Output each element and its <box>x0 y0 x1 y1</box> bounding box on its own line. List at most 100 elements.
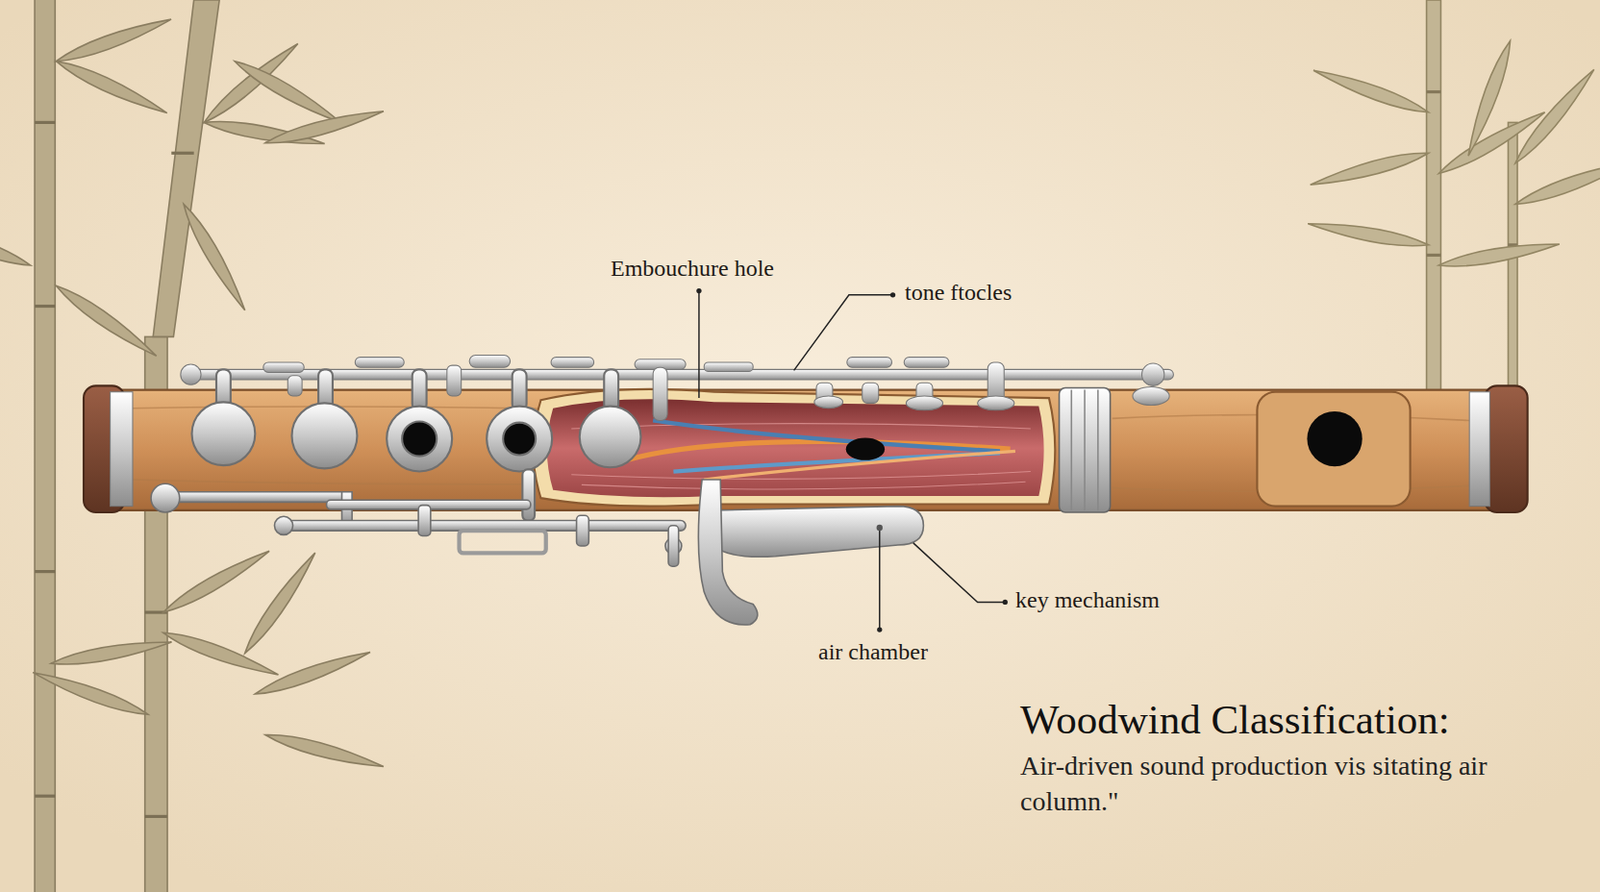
lower-rod <box>157 492 352 503</box>
key-post <box>418 505 431 537</box>
leader-line <box>698 291 700 399</box>
cutaway-border <box>532 389 1055 507</box>
key-cup <box>192 401 256 466</box>
open-hole <box>401 422 437 457</box>
ring <box>110 392 133 507</box>
rod-end <box>1142 363 1165 386</box>
part-label: air chamber <box>818 639 928 666</box>
rod-keys <box>263 355 1170 422</box>
part-label: key mechanism <box>1015 587 1160 614</box>
air-stream <box>652 420 1000 451</box>
rod-end <box>274 516 293 535</box>
key-post <box>668 525 679 567</box>
bamboo-node <box>1426 90 1442 94</box>
key-cup <box>1132 386 1170 405</box>
key-touch <box>847 357 893 369</box>
groove <box>1097 390 1100 511</box>
bamboo-leaf <box>159 545 273 619</box>
open-hole <box>502 423 536 456</box>
key-post <box>652 367 668 421</box>
leader-dot <box>876 626 882 632</box>
key-arm <box>522 469 535 521</box>
key-cup <box>814 396 844 409</box>
groove <box>1070 390 1073 511</box>
bamboo-leaf <box>263 728 386 774</box>
lever-hook <box>698 479 757 625</box>
bamboo-leaf <box>1311 64 1431 120</box>
bamboo-right <box>1306 0 1600 409</box>
bamboo-node <box>34 304 55 308</box>
rod-loop <box>459 530 547 553</box>
bamboo-leaf <box>1513 155 1600 211</box>
part-label: tone ftocles <box>904 279 1012 306</box>
bamboo-leaf <box>0 217 33 273</box>
bamboo-stalk <box>152 0 220 337</box>
cutaway-interior <box>547 399 1045 498</box>
leader-line <box>878 527 880 630</box>
bamboo-stalk <box>1426 0 1442 409</box>
bamboo-leaf <box>53 13 174 69</box>
embouchure-opening <box>1306 411 1362 467</box>
end-cap <box>1484 385 1528 513</box>
bamboo-node <box>171 151 194 155</box>
key-cup <box>292 402 358 469</box>
bamboo-node <box>1426 253 1442 257</box>
chamber-line <box>571 472 1031 480</box>
leader-dot <box>696 288 701 294</box>
bamboo-leaf <box>1308 147 1431 192</box>
rod-end <box>150 483 180 513</box>
bamboo-leaf <box>51 280 160 362</box>
leader-dot <box>876 525 883 531</box>
diagram-caption: Air-driven sound production vis sitating… <box>1020 748 1545 820</box>
bamboo-leaf <box>30 666 150 722</box>
bamboo-node <box>34 570 55 574</box>
flute <box>83 288 1528 633</box>
bamboo-node <box>145 815 168 819</box>
key-touch <box>703 362 753 373</box>
key-touch <box>469 355 510 369</box>
key-touch <box>354 357 404 369</box>
key-post <box>862 382 879 403</box>
bamboo-leaf <box>1462 38 1518 158</box>
key-post <box>287 375 302 397</box>
ring <box>1469 392 1490 507</box>
key-arm <box>412 369 427 410</box>
tenon-ring <box>1059 387 1111 513</box>
chamber-line <box>581 481 1026 490</box>
leader-lines <box>699 291 1005 631</box>
leader-dots <box>696 288 1008 633</box>
thumb-lever <box>714 506 925 558</box>
bamboo-stalk <box>1507 122 1518 408</box>
key-cup <box>905 396 943 411</box>
bamboo-leaf <box>263 104 386 150</box>
rod-end <box>180 364 201 385</box>
bamboo-leaf <box>239 549 321 657</box>
key-cup <box>977 396 1015 411</box>
lip-plate <box>1256 392 1410 507</box>
key-arm <box>603 369 619 410</box>
flute-body <box>97 390 1516 511</box>
key-touch <box>903 357 950 369</box>
key-cup <box>486 406 552 473</box>
chamber-hole <box>846 438 885 461</box>
key-arm <box>512 369 527 410</box>
bamboo-leaf <box>50 635 174 671</box>
key-post <box>447 365 462 397</box>
leader-line <box>794 295 894 372</box>
bamboo-leaf <box>252 646 373 701</box>
bamboo-node <box>34 121 55 125</box>
bamboo-leaf <box>1510 65 1600 168</box>
ring-grooves <box>1071 390 1099 511</box>
bamboo-leaf <box>177 200 251 314</box>
bamboo-leaf <box>1437 237 1561 273</box>
key-touch <box>263 362 304 374</box>
key-cup <box>386 406 452 473</box>
leader-line <box>913 543 1006 603</box>
leader-dot <box>1002 600 1008 605</box>
bamboo-node <box>34 795 55 799</box>
bamboo-leaf <box>1306 217 1430 252</box>
key-touch <box>550 357 595 369</box>
bamboo-leaf <box>231 55 345 129</box>
